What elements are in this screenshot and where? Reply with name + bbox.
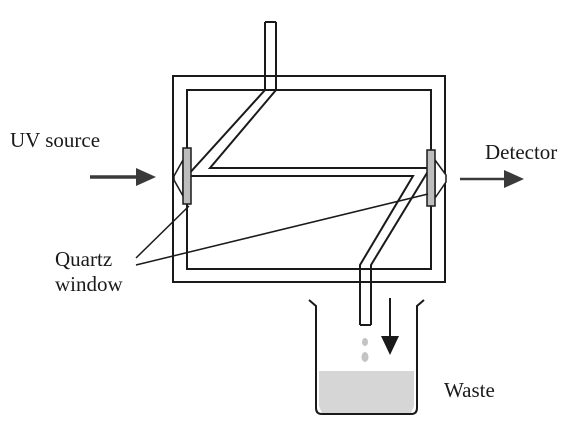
pointer-to-left-window (135, 205, 190, 259)
quartz-window-right (426, 149, 447, 207)
uv-input-arrowhead (136, 168, 156, 186)
quartz-window-pointers (135, 193, 429, 266)
waste-beaker (308, 299, 425, 415)
droplet (362, 338, 368, 346)
pointer-to-right-window (135, 193, 429, 266)
detector-output-arrowhead (504, 170, 524, 188)
uv-input-arrow (90, 168, 156, 186)
flow-channel-inner-wall (207, 22, 432, 325)
waste-beaker-outline (308, 299, 425, 415)
detector-label: Detector (485, 140, 557, 164)
waste-label: Waste (444, 378, 495, 402)
waste-flow-arrowhead (381, 336, 399, 355)
uv-source-label: UV source (10, 128, 100, 152)
quartz-window-left-pane (182, 147, 192, 205)
quartz-window-label-line2: window (55, 272, 124, 296)
housing-outer-wall (172, 75, 446, 283)
quartz-window-right-pane (426, 149, 436, 207)
flow-channel (184, 21, 432, 326)
quartz-window-left (173, 147, 192, 205)
detector-output-arrow (460, 170, 524, 188)
waste-flow-arrow (381, 298, 399, 355)
quartz-window-label-line1: Quartz (55, 247, 112, 271)
housing-inner-wall (186, 89, 432, 270)
cell-housing (172, 75, 446, 283)
quartz-window-left-flare (173, 157, 184, 199)
droplet (361, 352, 369, 362)
waste-liquid (319, 371, 414, 413)
flow-channel-outer-wall (184, 22, 415, 325)
droplets (361, 338, 369, 362)
